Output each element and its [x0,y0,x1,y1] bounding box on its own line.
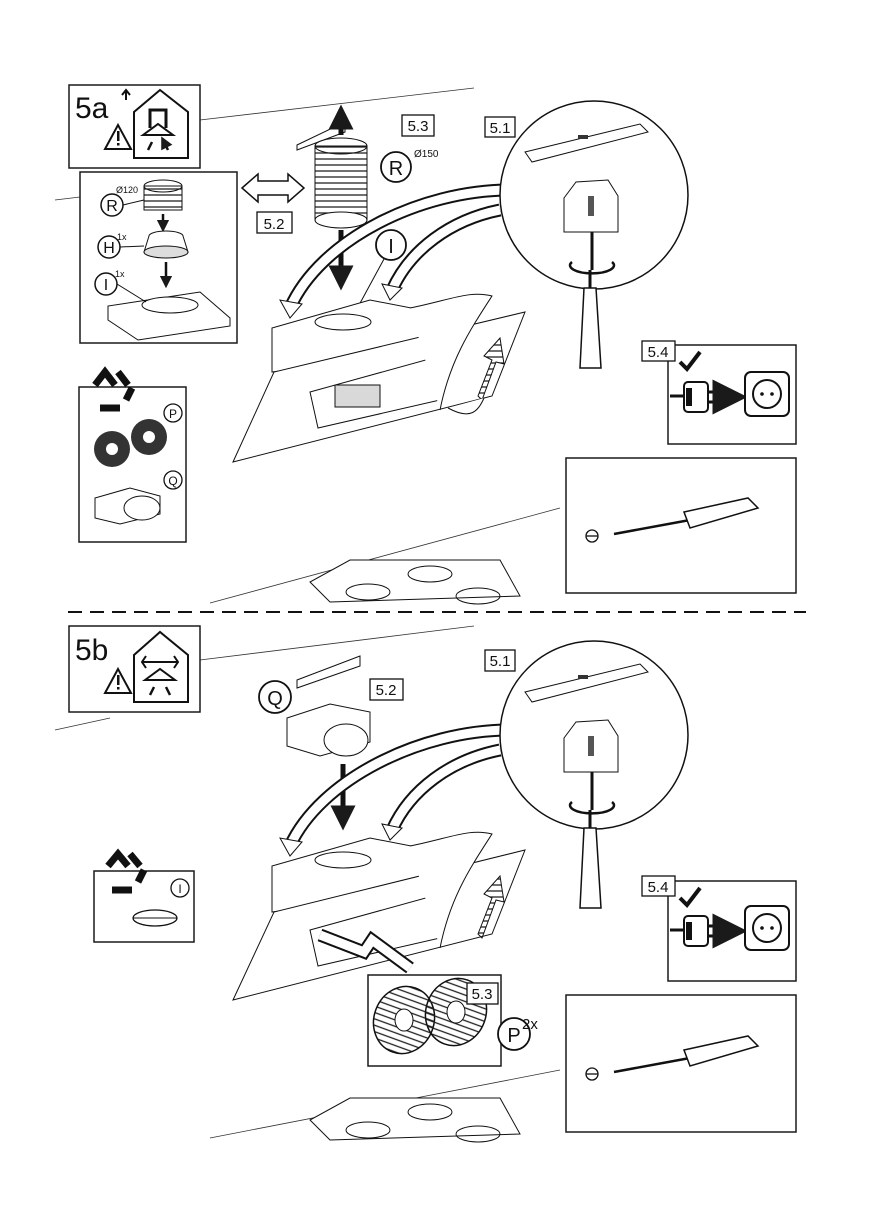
step-b-5-2-label: 5.2 [376,682,397,699]
filter-letter: P [507,1025,520,1047]
step-5-3-label: 5.3 [408,118,429,135]
recycle-panel-a: P Q [79,372,186,542]
step-5a-badge: 5a [69,85,200,168]
svg-text:1x: 1x [117,232,127,242]
deflector-part [287,704,370,756]
duct-size: Ø150 [414,149,439,160]
cooker-hood-a [233,294,525,462]
svg-text:1x: 1x [115,269,125,279]
part-p-label: P [169,407,177,421]
filter-box: 5.3 [364,970,501,1066]
filter-qty: 2x [522,1016,538,1033]
step-5b-badge: 5b [69,626,200,712]
step-b-5-4-unplug: 5.4 [642,876,796,981]
step-b-5-4-label: 5.4 [648,879,669,896]
recycle-panel-b: I [94,854,194,942]
step-5-4-label: 5.4 [648,344,669,361]
svg-text:I: I [104,277,108,294]
svg-text:H: H [103,240,115,257]
step-5a-label: 5a [75,92,109,125]
tool-box-a [566,458,796,593]
deflector-letter: Q [267,688,283,710]
step-5-2-move: 5.2 [242,174,304,233]
flange-letter: I [388,236,394,258]
duct-letter: R [389,158,403,180]
spirit-level-detail-b: 5.1 [485,641,688,829]
extension-duct [315,138,367,228]
step-5-4-unplug: 5.4 [642,341,796,444]
spirit-level-detail-a: 5.1 [485,101,688,289]
step-5b-label: 5b [75,634,108,667]
step-b-5-1-label: 5.1 [490,653,511,670]
step-b-5-3-label: 5.3 [472,986,493,1003]
adapter-parts-panel: R Ø120 H 1x I 1x [80,172,237,343]
svg-text:Ø120: Ø120 [116,185,138,195]
section-a: 5a [55,85,796,604]
step-5-1-label: 5.1 [490,120,511,137]
part-b-i-label: I [178,882,181,896]
part-q-label: Q [168,474,177,488]
step-5-2-label: 5.2 [264,216,285,233]
svg-text:R: R [106,198,118,215]
section-b: 5b Q 5.2 [55,626,796,1142]
tool-box-b [566,995,796,1132]
